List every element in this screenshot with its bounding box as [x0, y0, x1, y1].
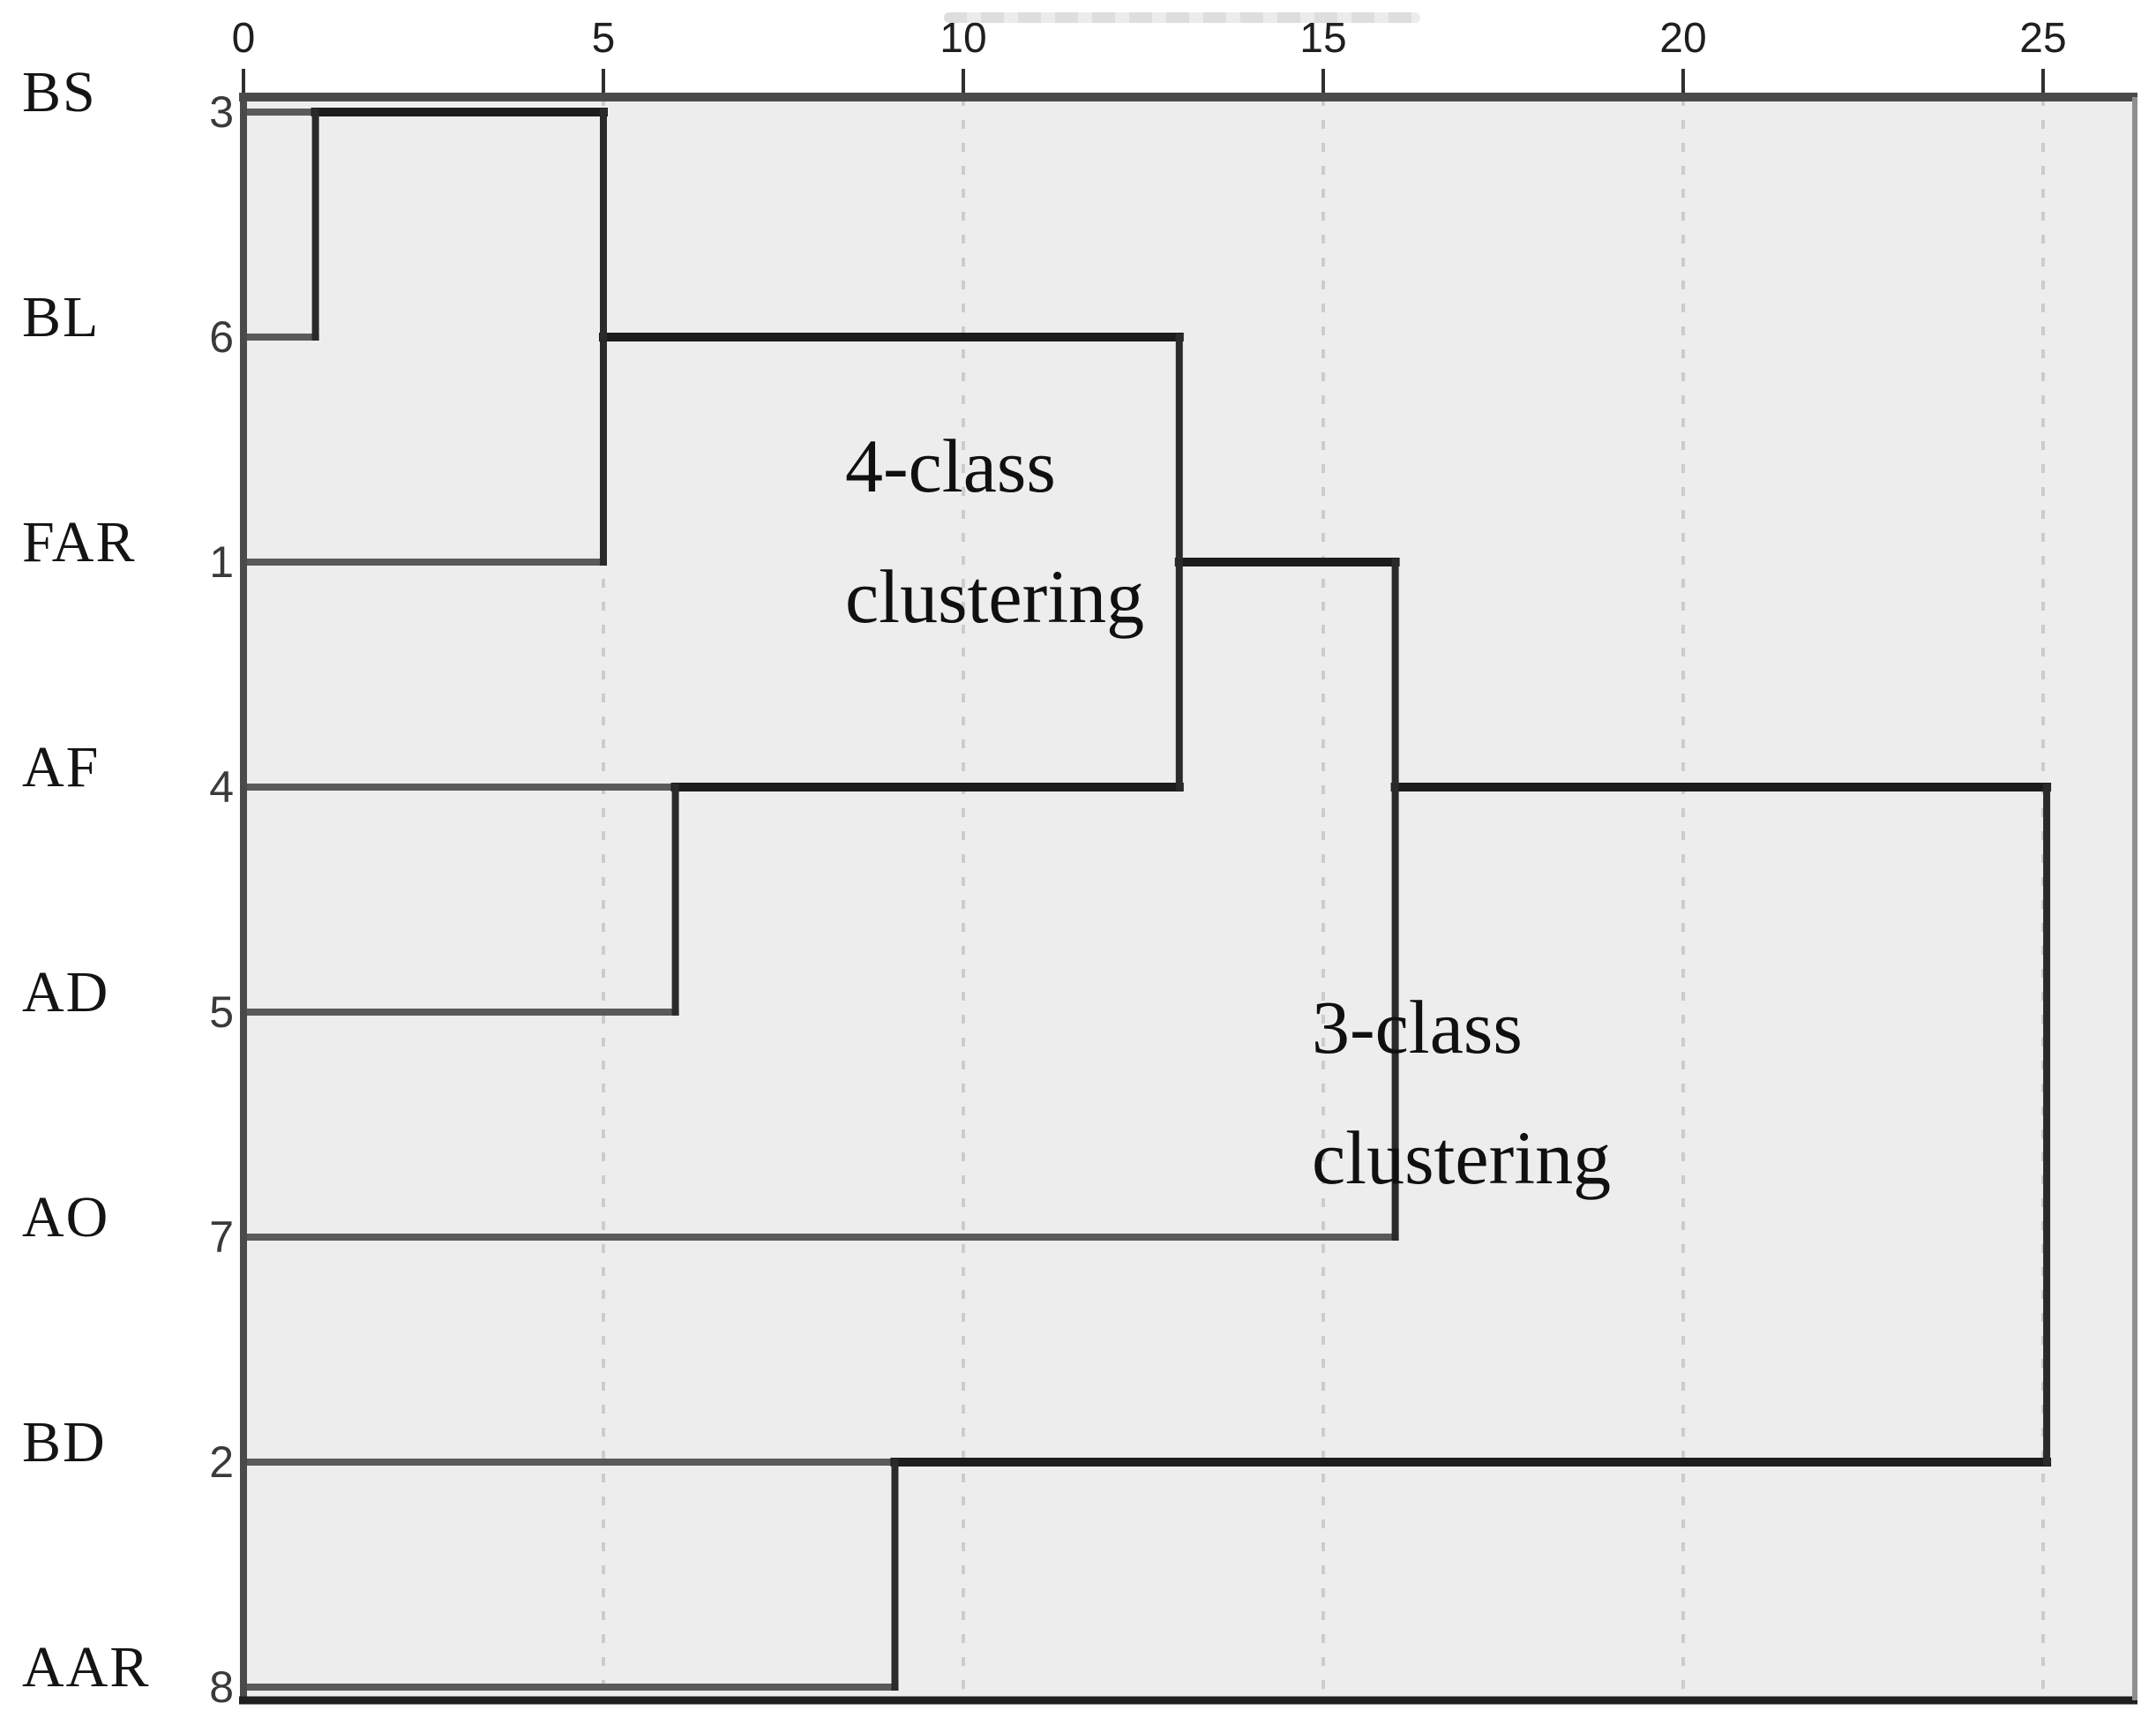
leaf-label-AF: AF — [22, 735, 101, 799]
leaf-case-number-AO: 7 — [209, 1212, 234, 1262]
leaf-case-number-BL: 6 — [209, 312, 234, 362]
leaf-label-BS: BS — [22, 60, 97, 124]
leaf-case-number-BD: 2 — [209, 1437, 234, 1487]
axis-tick-label-25: 25 — [2019, 15, 2067, 62]
annotation-line: clustering — [845, 554, 1145, 639]
leaf-label-AO: AO — [22, 1185, 110, 1249]
annotation-line: 3-class — [1312, 985, 1523, 1069]
cropped-text-artifact — [944, 12, 1420, 23]
annotation-3-class: 3-class clustering — [1312, 962, 1611, 1223]
leaf-label-AD: AD — [22, 960, 110, 1024]
axis-tick-label-20: 20 — [1659, 15, 1707, 62]
plot-area — [243, 97, 2135, 1700]
annotation-4-class: 4-class clustering — [845, 401, 1144, 662]
leaf-case-number-BS: 3 — [209, 87, 234, 137]
leaf-label-AAR: AAR — [22, 1635, 151, 1699]
leaf-case-number-AF: 4 — [209, 762, 234, 812]
annotation-line: 4-class — [845, 424, 1056, 508]
axis-tick-label-0: 0 — [231, 15, 256, 62]
leaf-case-number-FAR: 1 — [209, 537, 234, 587]
leaf-label-BL: BL — [22, 285, 101, 349]
leaf-case-number-AD: 5 — [209, 987, 234, 1037]
annotation-line: clustering — [1312, 1115, 1612, 1200]
leaf-case-number-AAR: 8 — [209, 1662, 234, 1712]
leaf-label-FAR: FAR — [22, 510, 137, 574]
axis-tick-label-5: 5 — [591, 15, 616, 62]
leaf-label-BD: BD — [22, 1410, 107, 1474]
